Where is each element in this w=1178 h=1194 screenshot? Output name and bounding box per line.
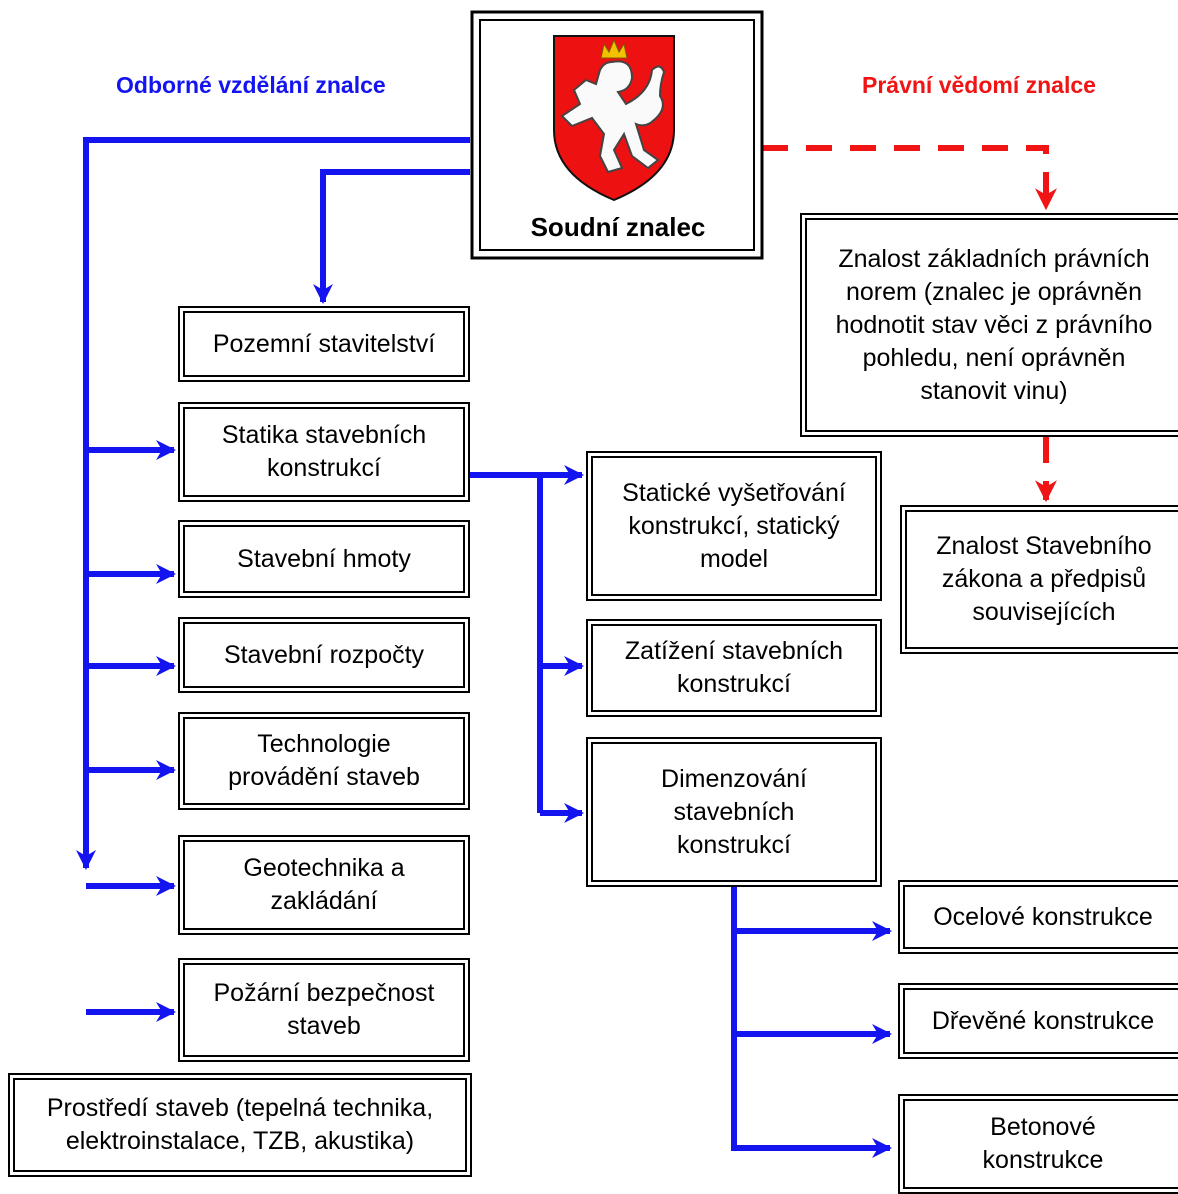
node-drevene: Dřevěné konstrukce <box>898 983 1178 1059</box>
node-prostredi: Prostředí staveb (tepelná technika, elek… <box>8 1073 472 1177</box>
node-stavebni-rozpocty: Stavební rozpočty <box>178 617 470 693</box>
node-ocelove: Ocelové konstrukce <box>898 880 1178 954</box>
coat-of-arms-emblem <box>553 35 675 202</box>
connector-trunk-left <box>76 137 470 870</box>
node-pravni-normy: Znalost základních právních norem (znale… <box>800 213 1178 437</box>
node-statika: Statika stavebních konstrukcí <box>178 402 470 502</box>
node-dimenzovani: Dimenzování stavebních konstrukcí <box>586 737 882 887</box>
connector-legal-1 <box>762 145 1057 211</box>
education-connectors <box>76 137 892 1158</box>
crown-icon <box>600 38 628 59</box>
node-zatizeni: Zatížení stavebních konstrukcí <box>586 619 882 717</box>
lion-icon <box>560 60 666 174</box>
connector-dimenzovani-trunk <box>731 885 892 1158</box>
node-stavebni-hmoty: Stavební hmoty <box>178 520 470 598</box>
node-geotechnika: Geotechnika a zakládání <box>178 835 470 935</box>
connector-statika-trunk <box>470 472 543 813</box>
legal-connectors <box>762 145 1057 503</box>
node-pozarni: Požární bezpečnost staveb <box>178 958 470 1062</box>
node-betonove: Betonové konstrukce <box>898 1094 1178 1194</box>
node-staticke-vysetrovani: Statické vyšetřování konstrukcí, statick… <box>586 451 882 601</box>
node-stavebni-zakon: Znalost Stavebního zákona a předpisů sou… <box>900 505 1178 654</box>
connector-pozemni <box>313 169 470 304</box>
heading-legal: Právní vědomí znalce <box>862 72 1096 98</box>
root-label: Soudní znalec <box>530 212 706 242</box>
node-pozemni-stavitelstvi: Pozemní stavitelství <box>178 306 470 382</box>
heading-education: Odborné vzdělání znalce <box>116 72 386 98</box>
node-technologie: Technologie provádění staveb <box>178 712 470 810</box>
